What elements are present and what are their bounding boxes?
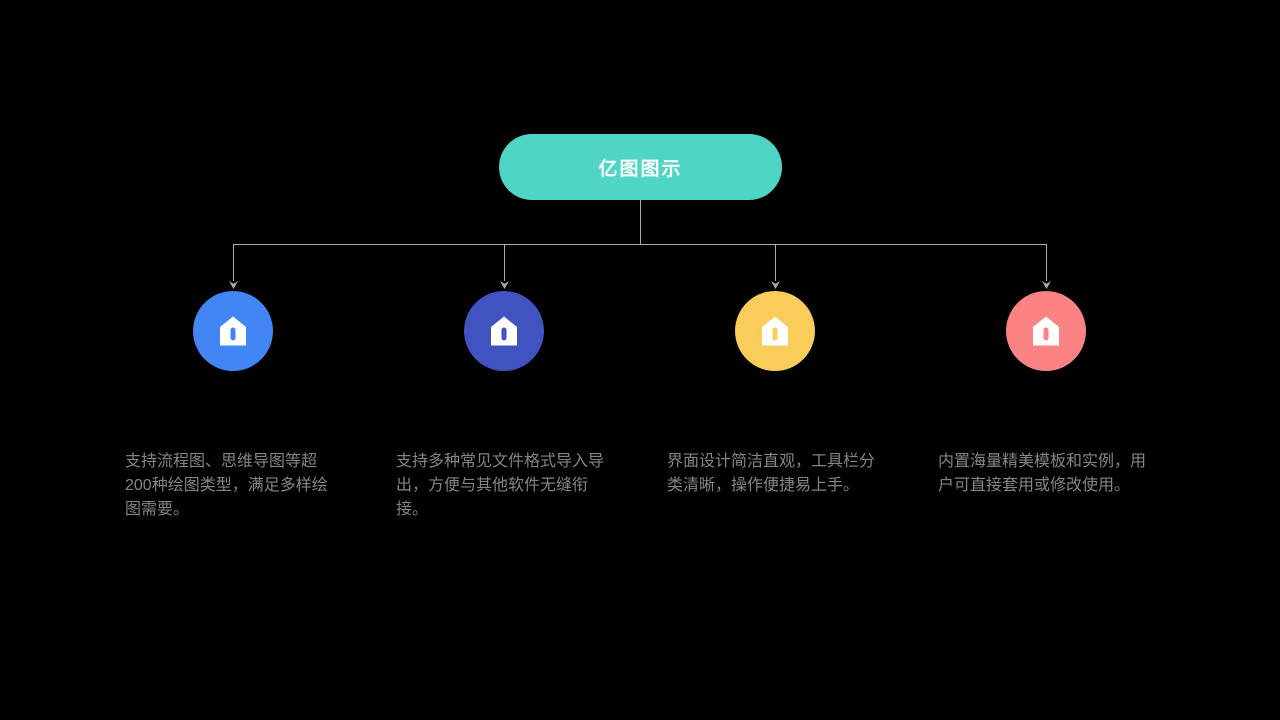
arrow-down-icon bbox=[500, 281, 509, 289]
node-description: 内置海量精美模板和实例，用户可直接套用或修改使用。 bbox=[938, 453, 1147, 494]
home-icon bbox=[1033, 316, 1059, 346]
connector-horizontal bbox=[233, 244, 1047, 245]
arrow-down-icon bbox=[229, 281, 238, 289]
home-icon-door bbox=[772, 327, 778, 341]
connector-drop bbox=[1046, 244, 1047, 281]
home-icon-door bbox=[230, 327, 236, 341]
node-circle-2 bbox=[464, 291, 544, 371]
arrow-down-icon bbox=[771, 281, 780, 289]
connector-drop bbox=[233, 244, 234, 281]
branch-node-4: 内置海量精美模板和实例，用户可直接套用或修改使用。 bbox=[938, 291, 1154, 498]
connector-stem bbox=[640, 200, 641, 244]
node-description: 支持多种常见文件格式导入导出，方便与其他软件无缝衔接。 bbox=[396, 453, 605, 518]
branch-node-1: 支持流程图、思维导图等超200种绘图类型，满足多样绘图需要。 bbox=[125, 291, 341, 522]
branch-node-2: 支持多种常见文件格式导入导出，方便与其他软件无缝衔接。 bbox=[396, 291, 612, 522]
node-description: 支持流程图、思维导图等超200种绘图类型，满足多样绘图需要。 bbox=[125, 453, 328, 518]
connector-drop bbox=[504, 244, 505, 281]
node-circle-4 bbox=[1006, 291, 1086, 371]
node-circle-1 bbox=[193, 291, 273, 371]
home-icon-door bbox=[501, 327, 507, 341]
home-icon bbox=[220, 316, 246, 346]
home-icon bbox=[491, 316, 517, 346]
connector-drop bbox=[775, 244, 776, 281]
root-node: 亿图图示 bbox=[499, 134, 782, 200]
home-icon bbox=[762, 316, 788, 346]
node-description: 界面设计简洁直观，工具栏分类清晰，操作便捷易上手。 bbox=[667, 453, 876, 494]
node-circle-3 bbox=[735, 291, 815, 371]
home-icon-door bbox=[1043, 327, 1049, 341]
arrow-down-icon bbox=[1042, 281, 1051, 289]
root-node-label: 亿图图示 bbox=[598, 158, 683, 180]
branch-node-3: 界面设计简洁直观，工具栏分类清晰，操作便捷易上手。 bbox=[667, 291, 883, 498]
